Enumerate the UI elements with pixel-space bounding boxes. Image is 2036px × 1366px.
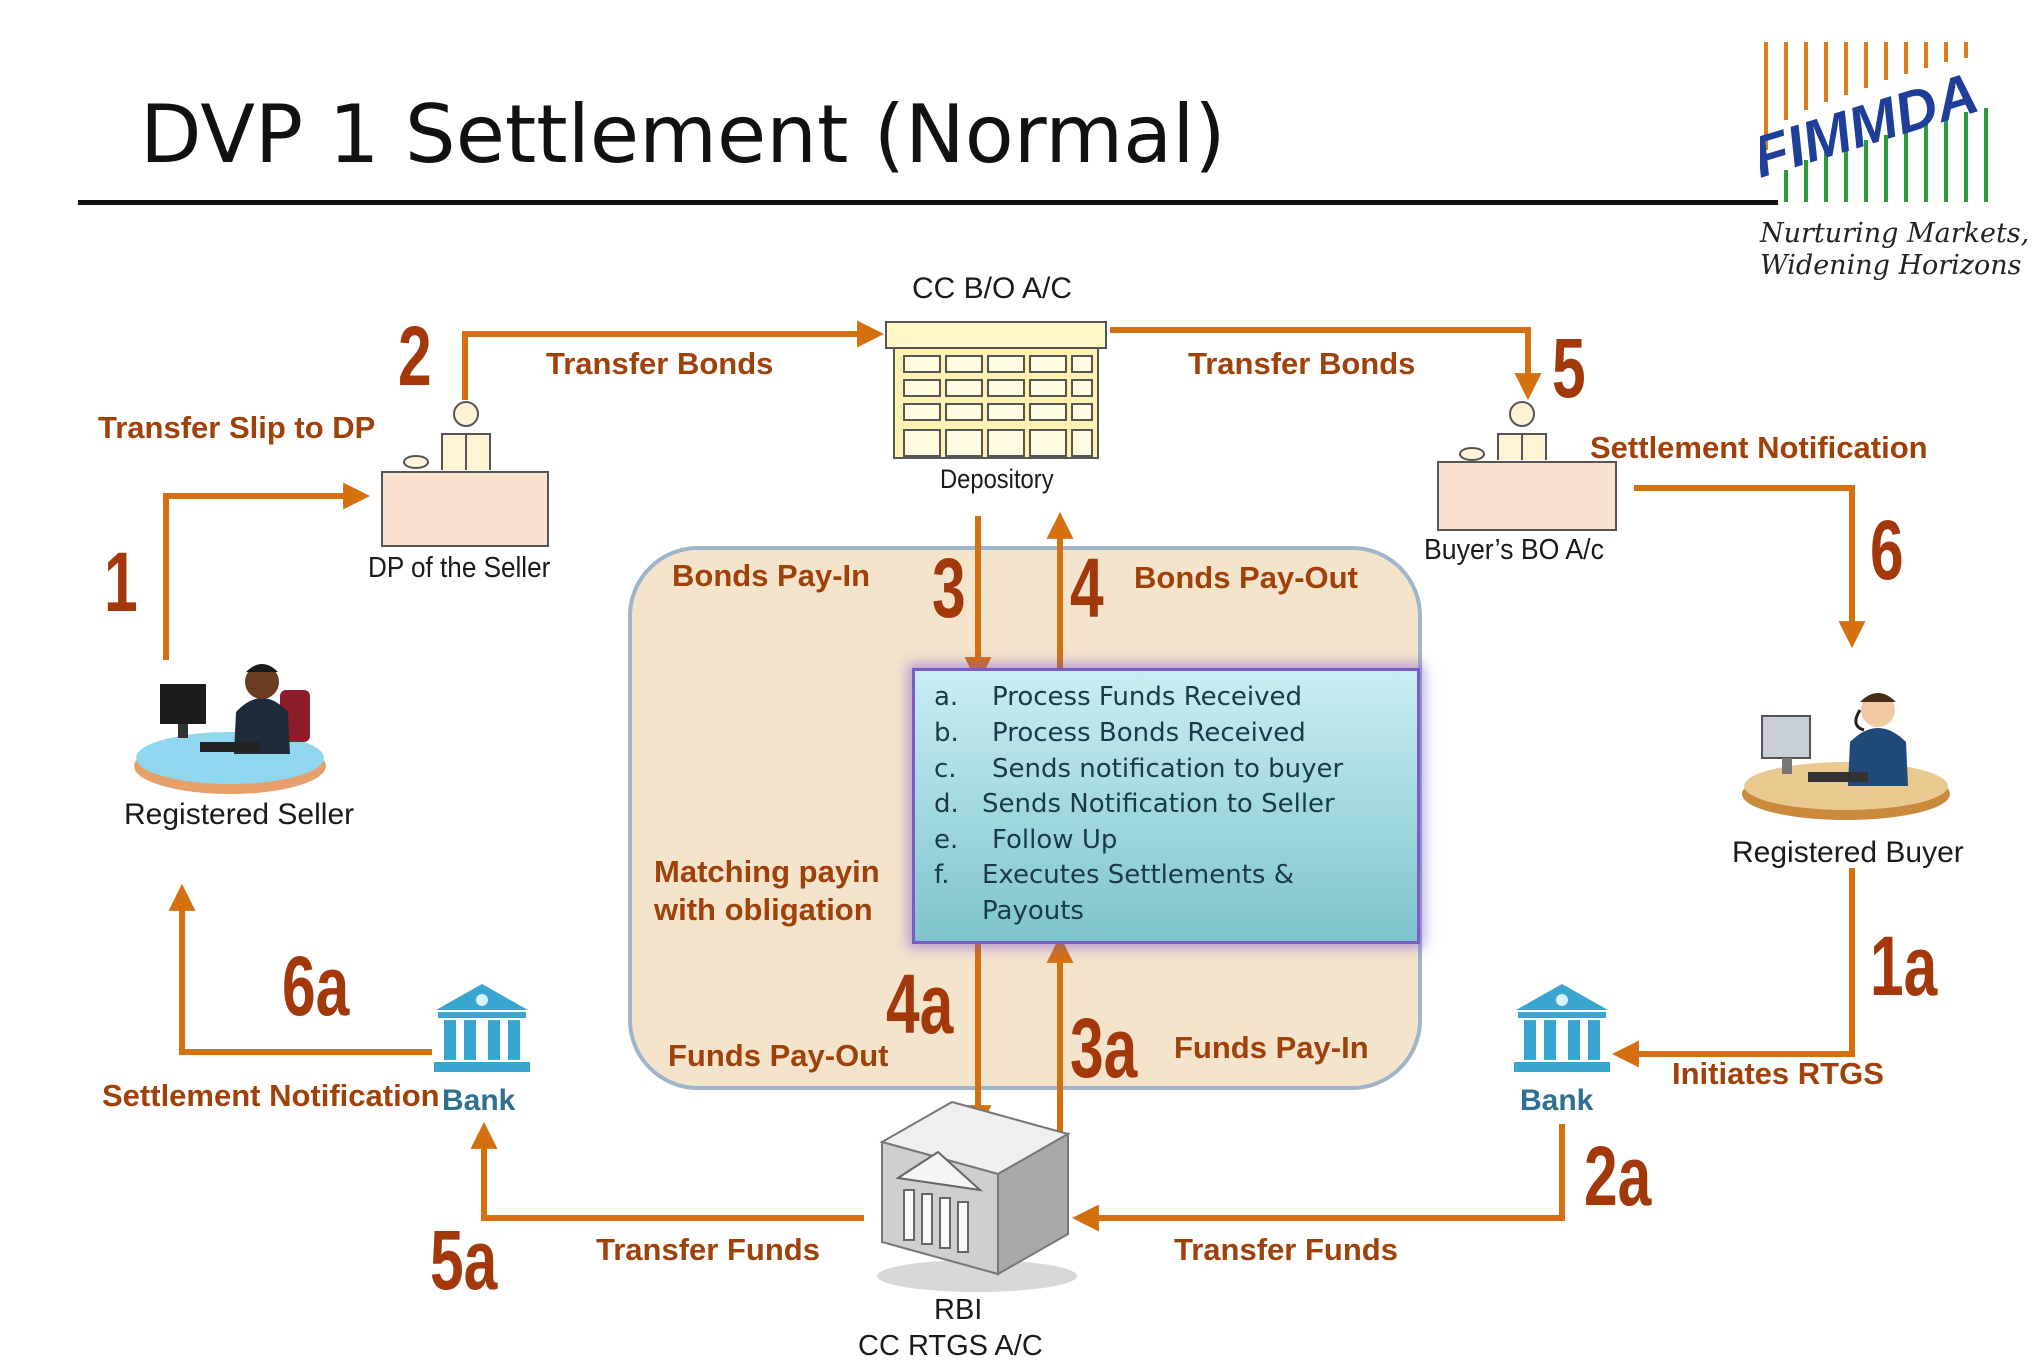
step-2a: 2a	[1584, 1129, 1652, 1223]
step-5: 5	[1552, 321, 1586, 415]
process-item-c: Sends notification to buyer	[992, 754, 1344, 784]
process-letter-a: a.	[934, 682, 959, 712]
label-settlement-notification-right: Settlement Notification	[1590, 430, 1928, 465]
process-box	[912, 668, 1420, 944]
arrow-step-5	[1110, 327, 1542, 401]
arrow-step-2	[462, 320, 885, 400]
label-bonds-pay-out: Bonds Pay-Out	[1134, 560, 1358, 595]
process-item-b: Process Bonds Received	[992, 718, 1306, 748]
arrow-step-6	[1634, 485, 1866, 649]
process-item-a: Process Funds Received	[992, 682, 1302, 712]
process-item-f: Executes Settlements &	[982, 860, 1294, 890]
logo-green-bars	[1784, 108, 1988, 202]
title-rule	[78, 200, 1778, 205]
logo-tagline-line-2: Widening Horizons	[1760, 250, 2022, 281]
process-letter-c: c.	[934, 754, 957, 784]
dp-seller-label: DP of the Seller	[368, 552, 551, 584]
label-transfer-funds-left: Transfer Funds	[596, 1232, 820, 1267]
rbi-building-icon	[877, 1100, 1077, 1292]
process-item-e: Follow Up	[992, 825, 1118, 855]
depository-header-label: CC B/O A/C	[912, 272, 1073, 305]
label-matching-line-2: with obligation	[654, 892, 873, 927]
registered-buyer-person-icon	[1742, 693, 1950, 820]
logo-tagline-line-1: Nurturing Markets,	[1760, 218, 2030, 249]
step-4a: 4a	[886, 957, 954, 1051]
arrow-step-2a	[1071, 1124, 1565, 1232]
arrow-step-1a	[1611, 868, 1855, 1068]
rbi-account-label: CC RTGS A/C	[858, 1330, 1043, 1362]
bank-left-label: Bank	[442, 1084, 516, 1117]
buyer-bo-label: Buyer’s BO A/c	[1424, 534, 1604, 566]
arrow-step-1	[163, 482, 371, 660]
fimmda-logo: FIMMDA	[1760, 42, 1988, 202]
label-initiates-rtgs: Initiates RTGS	[1672, 1056, 1884, 1091]
logo-orange-bars	[1764, 42, 1968, 150]
label-transfer-bonds-right: Transfer Bonds	[1188, 346, 1416, 381]
registered-seller-person-icon	[134, 664, 326, 794]
step-6: 6	[1870, 503, 1904, 597]
label-settlement-notification-left: Settlement Notification	[102, 1078, 440, 1113]
step-6a: 6a	[282, 939, 350, 1033]
step-3a: 3a	[1070, 1001, 1138, 1095]
arrow-step-6a	[168, 883, 432, 1055]
bank-right-icon	[1514, 984, 1610, 1072]
bank-left-icon	[434, 984, 530, 1072]
buyer-bo-desk-icon	[1437, 401, 1617, 531]
step-1: 1	[104, 535, 138, 629]
logo-tagline: Nurturing Markets, Widening Horizons	[1760, 218, 2029, 282]
process-item-d: Sends Notification to Seller	[982, 789, 1335, 819]
depository-label: Depository	[940, 464, 1054, 494]
process-letter-d: d.	[934, 789, 959, 819]
step-1a: 1a	[1870, 919, 1938, 1013]
dp-seller-desk-icon	[381, 401, 549, 547]
depository-building-icon	[885, 321, 1107, 459]
arrow-step-5a	[470, 1121, 864, 1221]
bank-right-label: Bank	[1520, 1084, 1594, 1117]
step-2: 2	[398, 309, 432, 403]
registered-seller-label: Registered Seller	[124, 798, 355, 831]
step-4: 4	[1070, 541, 1104, 635]
label-transfer-bonds-left: Transfer Bonds	[546, 346, 774, 381]
process-letter-e: e.	[934, 825, 959, 855]
step-3: 3	[932, 541, 966, 635]
label-funds-pay-in: Funds Pay-In	[1174, 1030, 1369, 1065]
process-letter-f: f.	[934, 860, 950, 890]
label-funds-pay-out: Funds Pay-Out	[668, 1038, 889, 1073]
step-5a: 5a	[430, 1213, 498, 1307]
registered-buyer-label: Registered Buyer	[1732, 836, 1964, 869]
label-transfer-funds-right: Transfer Funds	[1174, 1232, 1398, 1267]
process-letter-b: b.	[934, 718, 959, 748]
label-transfer-slip: Transfer Slip to DP	[98, 410, 376, 445]
process-item-f-cont: Payouts	[982, 896, 1084, 926]
page-title: DVP 1 Settlement (Normal)	[140, 88, 1226, 181]
label-matching-line-1: Matching payin	[654, 854, 880, 889]
label-bonds-pay-in: Bonds Pay-In	[672, 558, 871, 593]
rbi-label: RBI	[934, 1294, 983, 1326]
